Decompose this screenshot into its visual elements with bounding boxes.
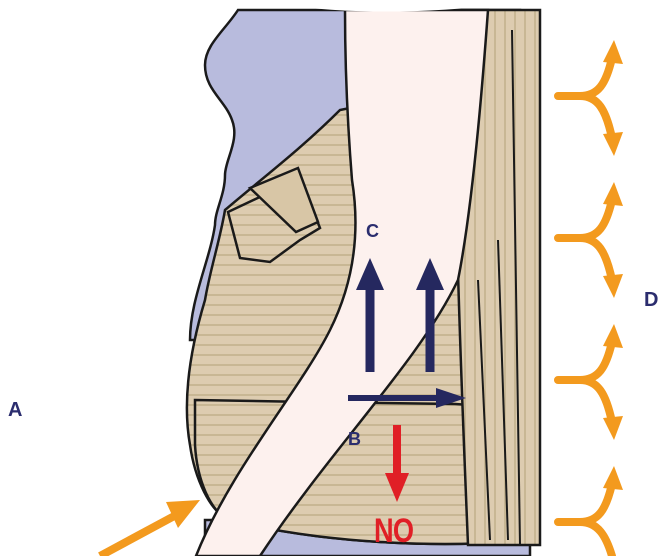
arrow-a [100,500,200,556]
arrow-d-4 [558,466,623,556]
label-d: D [644,290,658,310]
arrow-d-1 [558,40,623,156]
arrow-d-2 [558,182,623,298]
label-a: A [8,400,22,420]
label-c: C [366,222,379,240]
arrow-d-3 [558,324,623,440]
label-b: B [348,430,361,448]
label-no: NO [374,514,413,548]
